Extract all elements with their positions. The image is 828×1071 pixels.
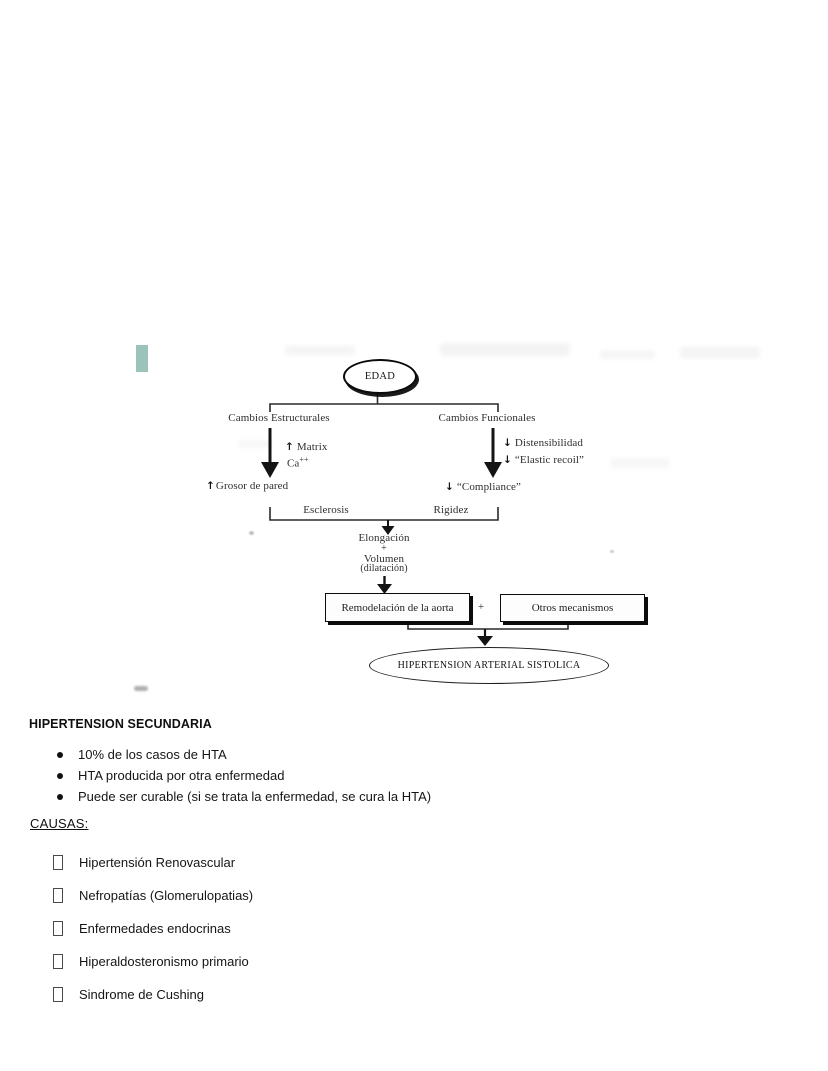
scan-artifact	[285, 346, 355, 355]
label-grosor-de-pared: ↑Grosor de pared	[206, 480, 289, 492]
diagram-box-remodelacion: Remodelación de la aorta	[325, 593, 470, 622]
up-arrow-icon: ↑	[285, 441, 294, 453]
missing-glyph-box-icon	[53, 921, 63, 936]
diagram-node-edad: EDAD	[343, 359, 417, 394]
bullet-item: HTA producida por otra enfermedad	[57, 768, 284, 783]
edad-label: EDAD	[364, 371, 396, 382]
down-arrow-icon: ↓	[503, 437, 512, 449]
cause-item: Nefropatías (Glomerulopatias)	[53, 888, 253, 903]
scan-artifact	[680, 347, 760, 358]
scan-artifact	[249, 531, 254, 535]
cause-item: Hipertensión Renovascular	[53, 855, 235, 870]
scan-artifact	[600, 350, 655, 359]
cause-item: Enfermedades endocrinas	[53, 921, 231, 936]
highlight-mark	[136, 345, 148, 372]
causes-heading: CAUSAS:	[30, 816, 89, 831]
bullet-icon	[57, 772, 63, 779]
diagram-box-otros-mecanismos: Otros mecanismos	[500, 594, 645, 622]
missing-glyph-box-icon	[53, 987, 63, 1002]
label-volumen: Volumen	[363, 553, 405, 565]
cause-item: Hiperaldosteronismo primario	[53, 954, 249, 969]
scan-artifact	[610, 458, 670, 468]
label-esclerosis: Esclerosis	[303, 504, 349, 516]
cause-item: Sindrome de Cushing	[53, 987, 204, 1002]
bullet-icon	[57, 793, 63, 800]
up-arrow-icon: ↑	[206, 480, 215, 492]
scan-artifact	[440, 343, 570, 356]
label-cambios-estructurales: Cambios Estructurales	[228, 412, 330, 424]
bullet-item: Puede ser curable (si se trata la enferm…	[57, 789, 431, 804]
scan-artifact	[238, 440, 272, 448]
label-elastic-recoil: ↓“Elastic recoil”	[503, 454, 584, 466]
label-matrix: ↑Matrix	[285, 441, 328, 453]
label-elongacion: Elongación	[358, 532, 410, 544]
scan-artifact	[134, 686, 148, 691]
scan-artifact	[610, 550, 614, 553]
diagram-node-hipertension-sistolica: HIPERTENSION ARTERIAL SISTOLICA	[369, 647, 609, 684]
missing-glyph-box-icon	[53, 954, 63, 969]
label-compliance: ↓“Compliance”	[445, 481, 522, 493]
label-plus: +	[381, 543, 387, 554]
missing-glyph-box-icon	[53, 855, 63, 870]
label-dilatacion: (dilatación)	[360, 563, 408, 574]
label-plus-boxes: +	[477, 601, 485, 613]
label-rigidez: Rigidez	[433, 504, 469, 516]
label-cambios-funcionales: Cambios Funcionales	[438, 412, 536, 424]
label-calcium: Ca++	[287, 455, 309, 470]
label-distensibilidad: ↓Distensibilidad	[503, 437, 584, 449]
down-arrow-icon: ↓	[503, 454, 512, 466]
bullet-icon	[57, 751, 63, 758]
bullet-item: 10% de los casos de HTA	[57, 747, 227, 762]
missing-glyph-box-icon	[53, 888, 63, 903]
down-arrow-icon: ↓	[445, 481, 454, 493]
section-title: HIPERTENSION SECUNDARIA	[29, 717, 212, 731]
